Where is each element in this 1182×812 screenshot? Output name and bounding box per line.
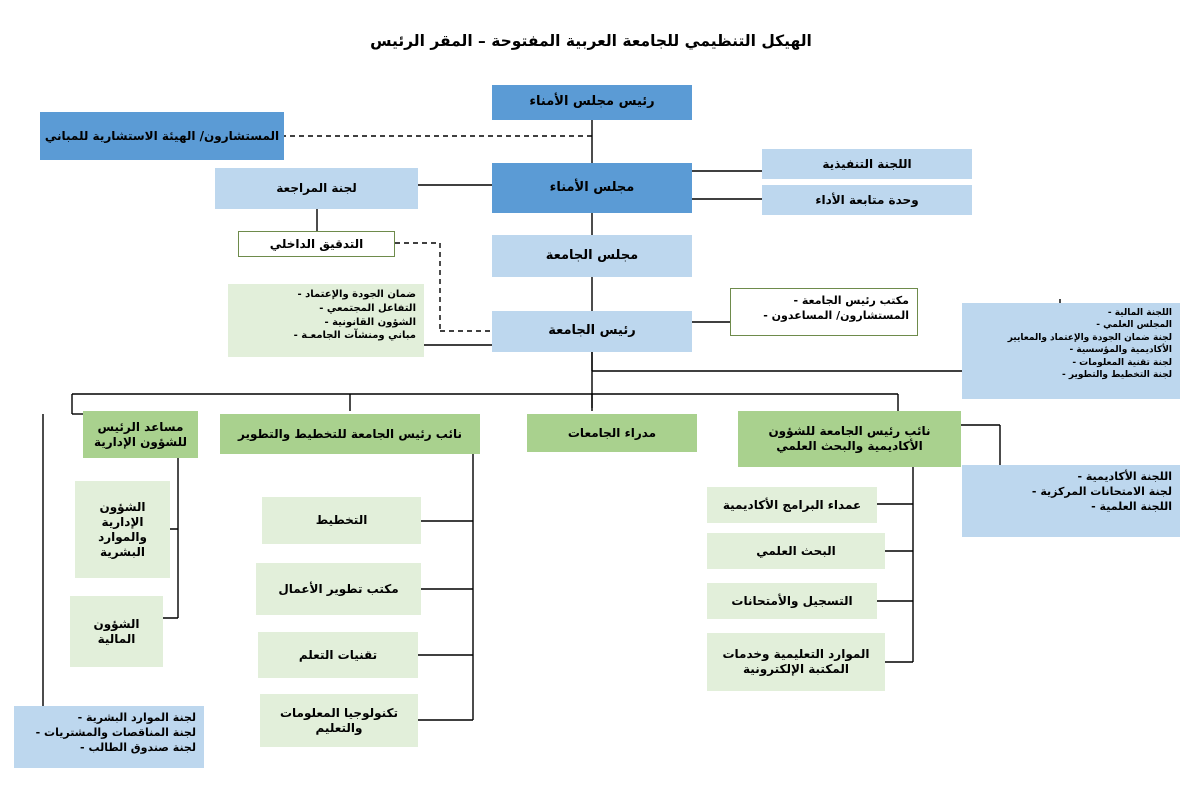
list-item: الشؤون القانونية -	[324, 316, 416, 328]
list-item: لجنة الامتحانات المركزية -	[1031, 485, 1172, 499]
page-title: الهيكل التنظيمي للجامعة العربية المفتوحة…	[370, 32, 812, 50]
node-university-president[interactable]: رئيس الجامعة	[492, 311, 692, 352]
list-council-committees: اللجنة المالية - المجلس العلمي - لجنة ضم…	[962, 303, 1180, 399]
list-item: ضمان الجودة والإعتماد -	[297, 289, 416, 300]
list-item: لجنة صندوق الطالب -	[80, 741, 196, 755]
node-internal-audit[interactable]: التدقيق الداخلي	[238, 231, 395, 257]
list-president-support-units: ضمان الجودة والإعتماد - التفاعل المجتمعي…	[228, 284, 424, 357]
list-item: التفاعل المجتمعي -	[319, 302, 416, 314]
node-directors-of-universities[interactable]: مدراء الجامعات	[527, 414, 697, 452]
node-deans-academic-programs[interactable]: عمداء البرامج الأكاديمية	[707, 487, 877, 523]
list-item: لجنة المناقصات والمشتريات -	[35, 726, 196, 740]
list-academic-committees: اللجنة الأكاديمية - لجنة الامتحانات المر…	[962, 465, 1180, 537]
node-scientific-research[interactable]: البحث العلمي	[707, 533, 885, 569]
list-item: المستشارون/ المساعدون -	[763, 309, 909, 323]
list-item: المجلس العلمي -	[1096, 320, 1172, 331]
list-item: اللجنة العلمية -	[1091, 500, 1172, 514]
list-item: لجنة تقنية المعلومات -	[1072, 357, 1172, 368]
list-item: لجنة التخطيط والتطوير -	[1062, 370, 1172, 381]
list-item: اللجنة الأكاديمية -	[1077, 470, 1172, 483]
node-performance-follow-up-unit[interactable]: وحدة متابعة الأداء	[762, 185, 972, 215]
node-business-development-office[interactable]: مكتب تطوير الأعمال	[256, 563, 421, 615]
node-assistant-president-admin[interactable]: مساعد الرئيس للشؤون الإدارية	[83, 411, 198, 458]
node-audit-committee[interactable]: لجنة المراجعة	[215, 168, 418, 209]
node-board-of-trustees[interactable]: مجلس الأمناء	[492, 163, 692, 213]
node-it-and-education[interactable]: تكنولوجيا المعلومات والتعليم	[260, 694, 418, 747]
list-item: مكتب رئيس الجامعة -	[793, 294, 909, 307]
node-admin-affairs-hr[interactable]: الشؤون الإدارية والموارد البشرية	[75, 481, 170, 578]
node-financial-affairs[interactable]: الشؤون المالية	[70, 596, 163, 667]
list-item: مباني ومنشآت الجامعـة -	[293, 330, 416, 342]
list-item: لجنة الموارد البشرية -	[77, 711, 196, 724]
node-planning[interactable]: التخطيط	[262, 497, 421, 544]
list-admin-committees: لجنة الموارد البشرية - لجنة المناقصات وا…	[14, 706, 204, 768]
node-registration-and-exams[interactable]: التسجيل والأمتحانات	[707, 583, 877, 619]
node-vp-academic-research[interactable]: نائب رئيس الجامعة للشؤون الأكاديمية والب…	[738, 411, 961, 467]
node-chairman-of-board[interactable]: رئيس مجلس الأمناء	[492, 85, 692, 120]
list-president-office: مكتب رئيس الجامعة - المستشارون/ المساعدو…	[730, 288, 918, 336]
node-vp-planning-development[interactable]: نائب رئيس الجامعة للتخطيط والتطوير	[220, 414, 480, 454]
node-learning-technologies[interactable]: تقنيات التعلم	[258, 632, 418, 678]
node-advisors-buildings[interactable]: المستشارون/ الهيئة الاستشارية للمباني	[40, 112, 284, 160]
node-university-council[interactable]: مجلس الجامعة	[492, 235, 692, 277]
node-learning-resources-elibrary[interactable]: الموارد التعليمية وخدمات المكتبة الإلكتر…	[707, 633, 885, 691]
list-item: اللجنة المالية -	[1107, 308, 1172, 318]
list-item: لجنة ضمان الجودة والإعتماد والمعايير الأ…	[1007, 332, 1172, 356]
node-executive-committee[interactable]: اللجنة التنفيذية	[762, 149, 972, 179]
